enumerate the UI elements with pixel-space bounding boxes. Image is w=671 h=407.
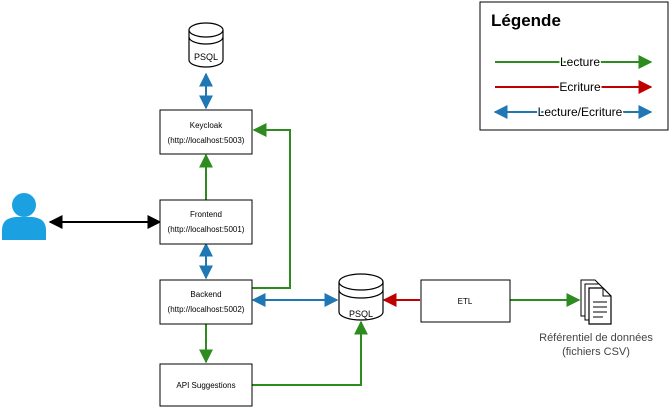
psql-top-label: PSQL <box>194 52 218 62</box>
legend-readwrite-label: Lecture/Ecriture <box>538 105 623 119</box>
api-suggestions-box <box>159 363 253 407</box>
database-icon <box>188 22 224 68</box>
edge-backend-keycloak <box>252 123 291 289</box>
keycloak-name: Keycloak <box>190 121 223 130</box>
legend-read-label: Lecture <box>560 55 600 69</box>
backend-box <box>159 279 253 325</box>
database-icon <box>338 273 384 321</box>
frontend-name: Frontend <box>190 210 222 219</box>
backend-name: Backend <box>190 290 221 299</box>
backend-url: (http://localhost:5002) <box>168 305 245 314</box>
frontend-box <box>159 199 253 245</box>
legend: Légende Lecture Ecriture Lecture/Ecritur… <box>479 1 669 131</box>
documents-icon <box>580 279 612 325</box>
psql-main-label: PSQL <box>349 309 373 319</box>
frontend-url: (http://localhost:5001) <box>168 225 245 234</box>
referentiel-label-line2: (fichiers CSV) <box>562 346 630 358</box>
api-suggestions-label: API Suggestions <box>176 381 235 390</box>
user-icon <box>2 193 46 240</box>
legend-title: Légende <box>491 11 561 30</box>
keycloak-url: (http://localhost:5003) <box>168 136 245 145</box>
legend-write-label: Ecriture <box>559 80 601 94</box>
referentiel-label-line1: Référentiel de données <box>539 332 653 344</box>
keycloak-box <box>159 109 253 155</box>
etl-box <box>420 279 511 323</box>
edge-api-psql <box>252 320 368 386</box>
etl-label: ETL <box>458 297 473 306</box>
